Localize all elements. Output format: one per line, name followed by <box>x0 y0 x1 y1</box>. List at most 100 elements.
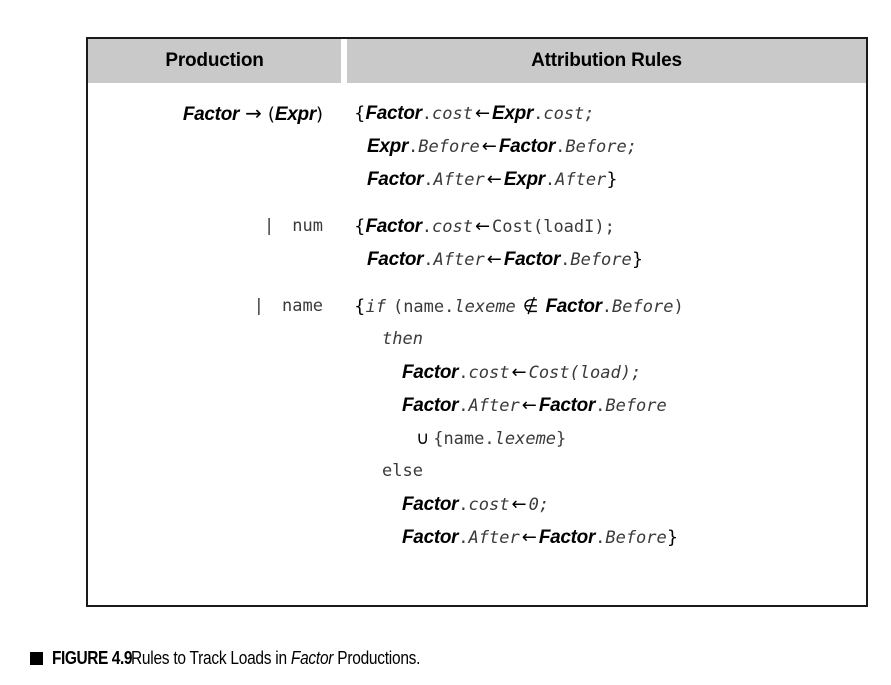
attribution-rule-line: Factor.After←Factor.Before} <box>354 243 866 276</box>
assignment-arrow-icon: ← <box>511 362 527 383</box>
rule-lhs-dot: . <box>458 363 469 383</box>
rule-lhs-dot: . <box>458 528 469 548</box>
row-spacer <box>88 196 866 210</box>
production-terminal: name <box>282 296 323 316</box>
table-row: | num {Factor.cost←Cost(loadI); Factor.Af… <box>88 210 866 276</box>
production-cell: Factor→(Expr) <box>88 97 347 130</box>
rule-lhs-dot: . <box>458 495 469 515</box>
rule-rhs-attribute: Before <box>570 250 632 270</box>
rule-lhs-dot: . <box>421 217 432 237</box>
rule-rhs-dot: . <box>544 170 556 190</box>
rule-lhs-dot: . <box>408 137 419 157</box>
set-field: lexeme <box>494 429 557 449</box>
column-header-production: Production <box>88 39 341 83</box>
production-rhs: Expr <box>274 104 316 125</box>
table-row: Factor→(Expr) {Factor.cost←Expr.cost; Ex… <box>88 97 866 196</box>
open-brace: { <box>354 216 366 237</box>
rule-rhs-dot: . <box>595 528 606 548</box>
rule-lhs-attribute: After <box>468 396 520 416</box>
rule-rhs-attribute: Before <box>565 137 627 157</box>
attribution-rule-line: Expr.Before←Factor.Before; <box>354 130 866 163</box>
assignment-arrow-icon: ← <box>511 494 527 515</box>
rule-value: 0 <box>528 495 539 515</box>
rule-lhs-attribute: cost <box>431 217 473 237</box>
rule-rhs-attribute: cost <box>543 104 585 124</box>
attribution-rule-line: {if(name.lexeme∉Factor.Before) <box>354 290 866 323</box>
production-expression: Factor→(Expr) <box>88 97 323 130</box>
attribution-rule-line: {Factor.cost←Cost(loadI); <box>354 210 866 243</box>
rule-terminator: ; <box>538 495 550 515</box>
not-member-of-icon: ∉ <box>522 296 539 317</box>
keyword-then: then <box>382 329 423 349</box>
production-alternative: | name <box>88 290 323 323</box>
rule-lhs-attribute: After <box>433 170 485 190</box>
rule-lhs-symbol: Factor <box>365 103 422 124</box>
rule-rhs-symbol: Factor <box>538 395 596 416</box>
column-header-attribution-rules-label: Attribution Rules <box>531 50 682 71</box>
column-header-attribution-rules: Attribution Rules <box>347 39 866 83</box>
assignment-arrow-icon: ← <box>486 249 502 270</box>
assignment-arrow-icon: ← <box>474 216 491 237</box>
header-column-divider <box>341 39 347 83</box>
row-spacer <box>88 276 866 290</box>
alternative-bar: | <box>264 216 275 236</box>
keyword-if: if <box>365 297 386 317</box>
rule-lhs-symbol: Factor <box>402 395 459 416</box>
union-icon: ∪ <box>416 428 430 449</box>
attribution-rule-line: Factor.After←Factor.Before} <box>354 521 866 554</box>
rule-rhs-dot: . <box>560 250 571 270</box>
rule-lhs-symbol: Factor <box>365 216 422 237</box>
rule-rhs-attribute: Before <box>605 528 667 548</box>
close-brace: } <box>666 527 679 548</box>
production-lhs: Factor <box>182 104 240 125</box>
test-object: name. <box>403 297 455 317</box>
rule-lhs-dot: . <box>421 104 432 124</box>
square-bullet-icon <box>30 652 43 665</box>
open-brace: { <box>354 296 366 317</box>
rule-lhs-symbol: Factor <box>367 249 424 270</box>
set-attribute: Before <box>612 297 674 317</box>
close-brace: } <box>606 169 618 190</box>
close-paren: ) <box>315 104 323 125</box>
set-open-brace: { <box>433 429 444 449</box>
rule-terminator: ; <box>630 363 642 383</box>
rule-terminator: ; <box>584 104 595 124</box>
attribution-rule-line: Factor.After←Factor.Before <box>354 389 866 422</box>
rule-lhs-attribute: cost <box>468 495 510 515</box>
attribution-rule-line: Factor.cost←Cost(load); <box>354 356 866 389</box>
production-terminal: num <box>292 216 323 236</box>
rule-lhs-symbol: Factor <box>367 169 424 190</box>
test-field: lexeme <box>454 297 516 317</box>
rule-rhs-symbol: Factor <box>538 527 596 548</box>
attribution-rule-line: else <box>354 455 866 488</box>
table-header-row: Production Attribution Rules <box>88 39 866 83</box>
rule-rhs-dot: . <box>595 396 606 416</box>
rule-lhs-attribute: cost <box>468 363 510 383</box>
set-symbol: Factor <box>545 296 602 317</box>
rule-lhs-attribute: cost <box>431 104 473 124</box>
assignment-arrow-icon: ← <box>486 169 502 190</box>
rule-lhs-dot: . <box>423 250 434 270</box>
rule-function-call: Cost(load) <box>528 363 631 383</box>
attribution-rule-line: ∪{name.lexeme} <box>354 422 866 455</box>
rule-rhs-symbol: Expr <box>492 103 534 124</box>
rule-terminator: ; <box>604 217 615 237</box>
rule-lhs-dot: . <box>458 396 469 416</box>
rule-terminator: ; <box>626 137 638 157</box>
rule-lhs-attribute: Before <box>418 137 480 157</box>
attribution-rule-line: Factor.After←Expr.After} <box>354 163 866 196</box>
caption-text-before: Rules to Track Loads in <box>131 648 291 668</box>
rule-lhs-symbol: Factor <box>402 362 459 383</box>
assignment-arrow-icon: ← <box>521 527 537 548</box>
caption-text-after: Productions. <box>333 648 421 668</box>
production-cell: | num <box>88 210 347 243</box>
alternative-bar: | <box>253 296 265 316</box>
rule-rhs-symbol: Factor <box>503 249 561 270</box>
close-brace: } <box>631 249 644 270</box>
attribution-rules-cell: {Factor.cost←Cost(loadI); Factor.After←F… <box>347 210 866 276</box>
open-brace: { <box>354 103 366 124</box>
caption-emphasis: Factor <box>290 648 334 668</box>
production-cell: | name <box>88 290 347 323</box>
attribution-rule-line: then <box>354 323 866 356</box>
set-close-brace: } <box>556 429 567 449</box>
